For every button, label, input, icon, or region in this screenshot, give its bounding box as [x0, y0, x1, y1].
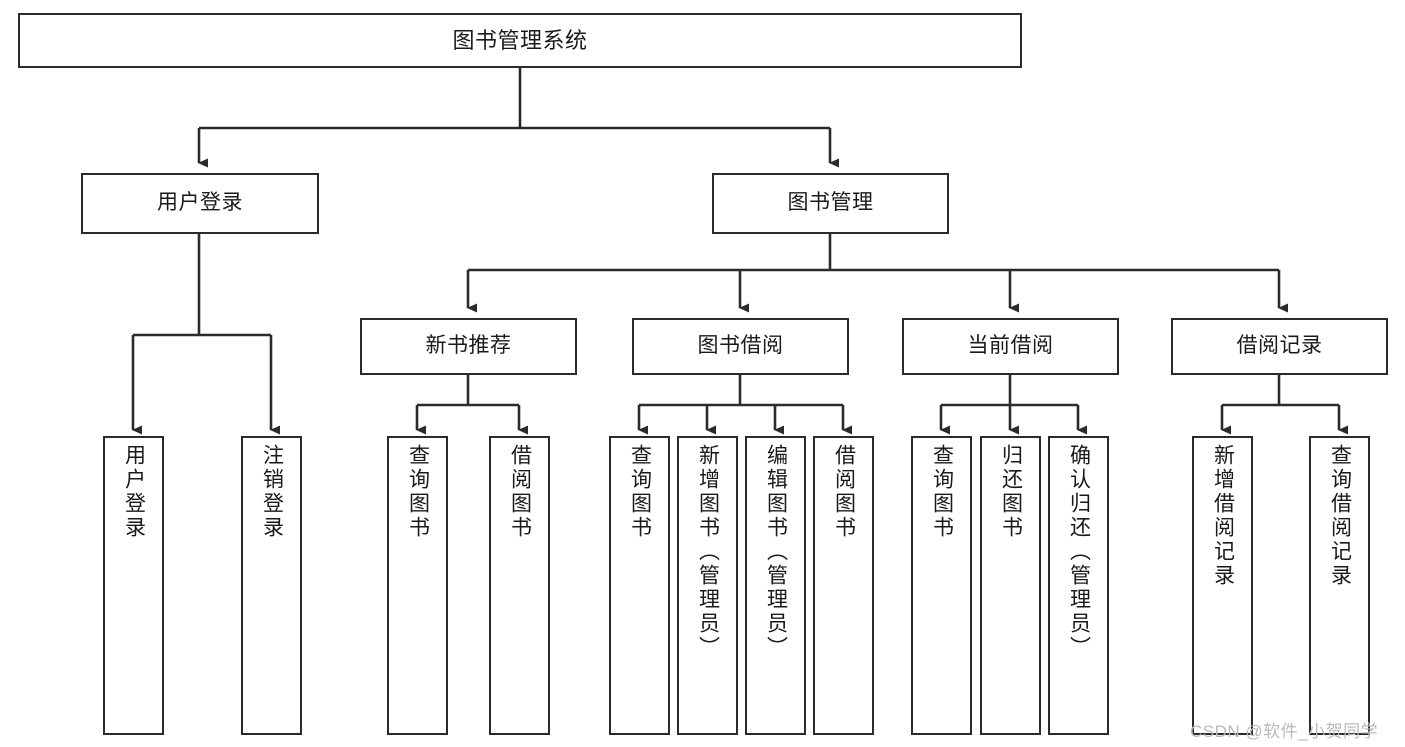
node-leaf-user-login[interactable]: 用户登录 — [103, 436, 164, 735]
node-current-borrow[interactable]: 当前借阅 — [902, 318, 1119, 375]
node-borrow-record-label: 借阅记录 — [1236, 334, 1323, 358]
node-leaf-borrow-lend[interactable]: 借阅图书 — [813, 436, 874, 735]
node-leaf-current-return[interactable]: 归还图书 — [980, 436, 1041, 735]
node-leaf-current-return-label: 归还图书 — [999, 444, 1023, 540]
node-leaf-recommend-borrow[interactable]: 借阅图书 — [489, 436, 550, 735]
node-leaf-recommend-query-label: 查询图书 — [406, 444, 430, 540]
node-user-login[interactable]: 用户登录 — [81, 173, 319, 234]
node-leaf-recommend-query[interactable]: 查询图书 — [387, 436, 448, 735]
node-book-borrow[interactable]: 图书借阅 — [632, 318, 849, 375]
node-leaf-record-add-label: 新增借阅记录 — [1211, 444, 1235, 588]
node-new-book-recommend[interactable]: 新书推荐 — [360, 318, 577, 375]
node-leaf-borrow-lend-label: 借阅图书 — [832, 444, 856, 540]
node-leaf-current-confirm[interactable]: 确认归还（管理员） — [1048, 436, 1109, 735]
node-leaf-current-query-label: 查询图书 — [930, 444, 954, 540]
node-leaf-recommend-borrow-label: 借阅图书 — [508, 444, 532, 540]
node-leaf-record-query-label: 查询借阅记录 — [1328, 444, 1352, 588]
node-leaf-current-query[interactable]: 查询图书 — [911, 436, 972, 735]
node-book-borrow-label: 图书借阅 — [697, 334, 784, 358]
node-leaf-borrow-add[interactable]: 新增图书（管理员） — [677, 436, 738, 735]
node-new-book-recommend-label: 新书推荐 — [425, 334, 512, 358]
node-user-login-label: 用户登录 — [157, 191, 243, 215]
node-leaf-borrow-edit[interactable]: 编辑图书（管理员） — [745, 436, 806, 735]
node-current-borrow-label: 当前借阅 — [967, 334, 1054, 358]
node-leaf-user-logout-label: 注销登录 — [260, 444, 284, 540]
node-root[interactable]: 图书管理系统 — [18, 13, 1022, 68]
node-root-label: 图书管理系统 — [452, 27, 588, 53]
node-leaf-user-login-label: 用户登录 — [122, 444, 146, 540]
node-book-management[interactable]: 图书管理 — [712, 173, 949, 234]
node-leaf-borrow-query[interactable]: 查询图书 — [609, 436, 670, 735]
watermark-text: CSDN @软件_小贺同学 — [1190, 722, 1379, 741]
node-leaf-borrow-add-label: 新增图书（管理员） — [696, 444, 720, 660]
node-borrow-record[interactable]: 借阅记录 — [1171, 318, 1388, 375]
node-leaf-user-logout[interactable]: 注销登录 — [241, 436, 302, 735]
node-leaf-record-add[interactable]: 新增借阅记录 — [1192, 436, 1253, 735]
node-book-management-label: 图书管理 — [787, 191, 874, 215]
node-leaf-borrow-query-label: 查询图书 — [628, 444, 652, 540]
node-leaf-borrow-edit-label: 编辑图书（管理员） — [764, 444, 788, 660]
node-leaf-current-confirm-label: 确认归还（管理员） — [1067, 444, 1091, 660]
node-leaf-record-query[interactable]: 查询借阅记录 — [1309, 436, 1370, 735]
